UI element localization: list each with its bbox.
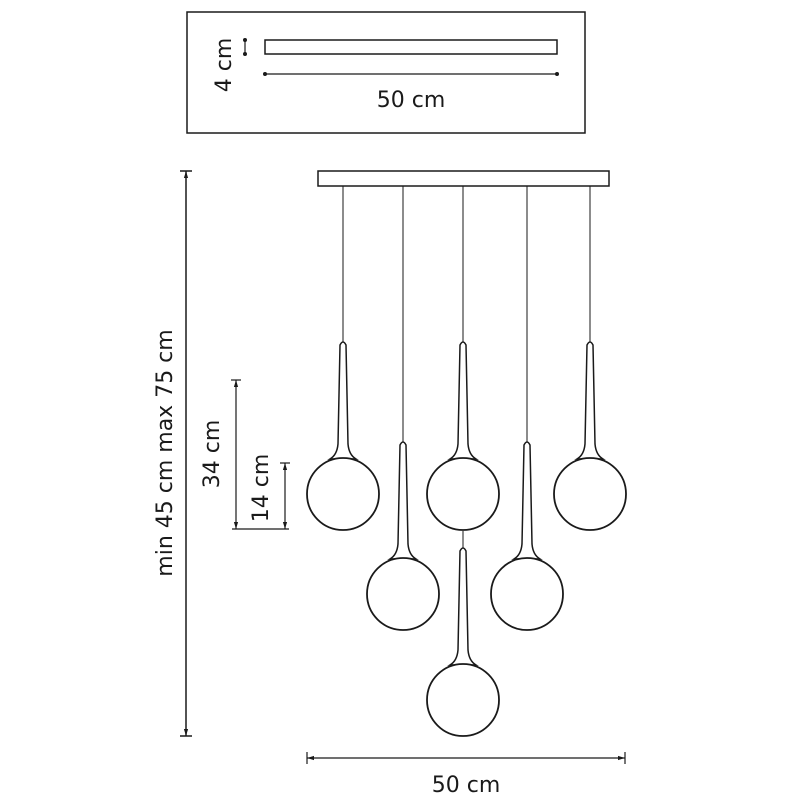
pendant-neck bbox=[447, 341, 479, 460]
pendant-1 bbox=[306, 186, 380, 531]
pendant-4 bbox=[490, 186, 564, 631]
canopy-width-label: 50 cm bbox=[377, 88, 446, 113]
canopy-height-label: 4 cm bbox=[212, 38, 237, 93]
canopy-top-view bbox=[264, 39, 558, 55]
pendant-globe bbox=[426, 457, 500, 531]
pendant-neck bbox=[511, 441, 543, 560]
width-dimension-line bbox=[263, 72, 559, 76]
canopy-side-view bbox=[317, 170, 610, 187]
side-width-label: 50 cm bbox=[432, 773, 501, 798]
pendants-group bbox=[306, 186, 627, 737]
pendant-neck bbox=[447, 547, 479, 666]
top-view-panel: 4 cm 50 cm bbox=[186, 11, 586, 134]
pendant-globe bbox=[366, 557, 440, 631]
overall-height-dimension bbox=[180, 170, 192, 737]
pendant-2 bbox=[366, 186, 440, 631]
pendant-5 bbox=[553, 186, 627, 531]
pendant-6 bbox=[426, 531, 500, 737]
pendant-3 bbox=[426, 186, 500, 531]
side-width-dimension bbox=[306, 752, 626, 764]
pendant-globe bbox=[490, 557, 564, 631]
globe-diameter-dimension bbox=[280, 462, 290, 529]
pendant-height-label: 34 cm bbox=[200, 420, 225, 489]
pendant-neck bbox=[574, 341, 606, 460]
height-dimension-marker bbox=[243, 38, 247, 56]
overall-height-label: min 45 cm max 75 cm bbox=[153, 329, 178, 576]
top-view-frame bbox=[186, 11, 586, 134]
pendant-globe bbox=[553, 457, 627, 531]
pendant-neck bbox=[387, 441, 419, 560]
pendant-height-dimension bbox=[231, 379, 289, 530]
globe-diameter-label: 14 cm bbox=[249, 454, 274, 523]
pendant-globe bbox=[426, 663, 500, 737]
pendant-neck bbox=[327, 341, 359, 460]
pendant-globe bbox=[306, 457, 380, 531]
